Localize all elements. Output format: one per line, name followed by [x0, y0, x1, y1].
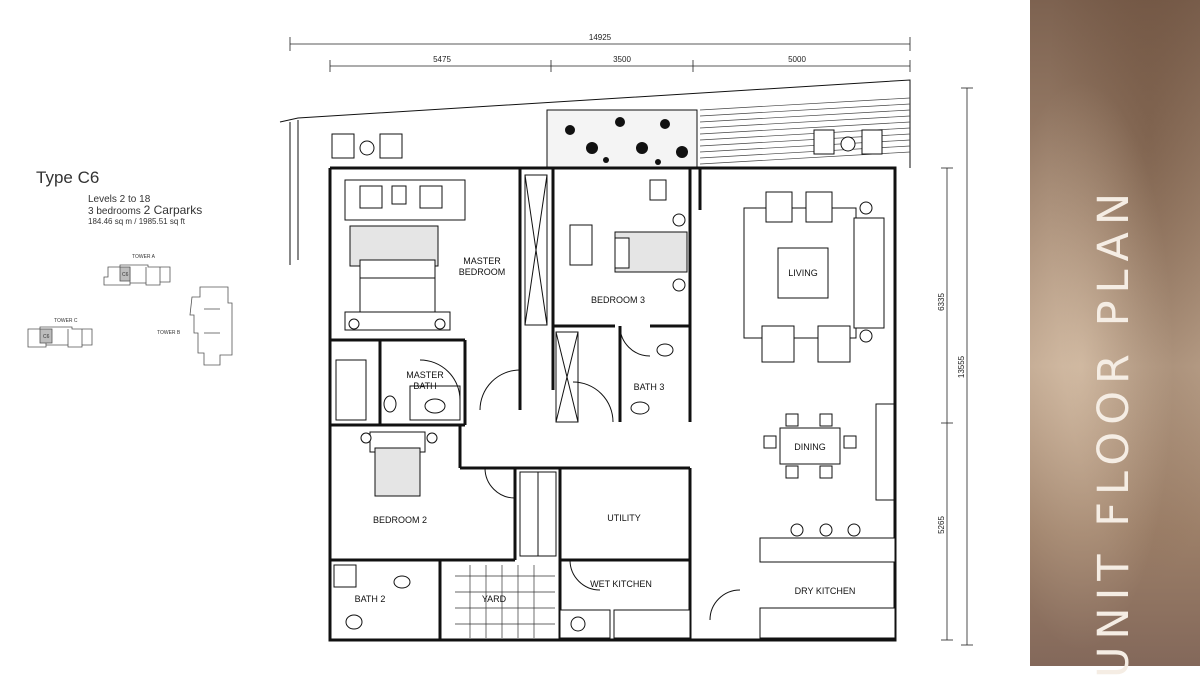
dim-width-2: 3500	[613, 55, 631, 64]
tower-a-unit-highlight	[119, 266, 131, 282]
dim-total-depth: 13555	[957, 355, 966, 378]
bedroom3-furniture	[569, 179, 688, 292]
label-master-bedroom-1: MASTER	[463, 256, 501, 266]
label-bedroom-2: BEDROOM 2	[373, 515, 427, 525]
label-master-bath-2: BATH	[413, 381, 436, 391]
unit-area: 184.46 sq m / 1985.51 sq ft	[88, 217, 185, 226]
dim-width-3: 5000	[788, 55, 806, 64]
dim-depth-2: 5265	[937, 516, 946, 534]
dry-kitchen-fittings	[759, 523, 896, 639]
floor-plan: 14925 5475 3500 5000 13555 6335 5265	[279, 33, 973, 646]
label-bath-3: BATH 3	[634, 382, 665, 392]
tower-b-label: TOWER B	[157, 330, 181, 336]
dimension-lines	[289, 37, 973, 646]
unit-levels: Levels 2 to 18	[88, 194, 151, 205]
tower-a-unit-label: C6	[122, 272, 129, 278]
label-dry-kitchen: DRY KITCHEN	[795, 586, 856, 596]
key-plan: TOWER A TOWER B TOWER C C6 C6	[27, 254, 233, 366]
label-dining: DINING	[794, 442, 826, 452]
label-master-bedroom-2: BEDROOM	[459, 267, 506, 277]
carpark-count: 2 Carparks	[143, 203, 203, 217]
label-living: LIVING	[788, 268, 818, 278]
page-title: UNIT FLOOR PLAN	[1089, 185, 1139, 678]
bath-fixtures	[333, 343, 691, 639]
label-wet-kitchen: WET KITCHEN	[590, 579, 652, 589]
living-furniture	[743, 191, 885, 363]
bedroom2-furniture	[360, 431, 438, 497]
label-bath-2: BATH 2	[355, 594, 386, 604]
dim-depth-1: 6335	[937, 293, 946, 311]
room-labels: MASTER BEDROOM MASTER BATH BEDROOM 3 BAT…	[355, 256, 856, 604]
tower-c-label: TOWER C	[54, 318, 78, 324]
bedroom-count: 3 bedrooms	[88, 206, 141, 217]
dining-furniture	[763, 403, 895, 501]
unit-rooms: 3 bedrooms 2 Carparks	[88, 203, 256, 217]
label-master-bath-1: MASTER	[406, 370, 444, 380]
label-bedroom-3: BEDROOM 3	[591, 295, 645, 305]
wardrobes	[519, 174, 579, 557]
tower-a-label: TOWER A	[132, 254, 156, 260]
unit-info: Type C6 Levels 2 to 18 3 bedrooms 2 Carp…	[36, 168, 256, 226]
title-panel: UNIT FLOOR PLAN	[1030, 0, 1200, 678]
yard-tiles	[455, 565, 555, 638]
dim-width-1: 5475	[433, 55, 451, 64]
tower-c-unit-highlight	[39, 328, 53, 344]
label-utility: UTILITY	[607, 513, 641, 523]
planter	[565, 117, 688, 165]
walls	[328, 166, 897, 642]
door-swings	[419, 325, 741, 621]
label-yard: YARD	[482, 594, 507, 604]
unit-type: Type C6	[36, 168, 100, 187]
dim-total-width: 14925	[589, 33, 612, 42]
master-bedroom-furniture	[344, 179, 466, 331]
balcony-furniture	[331, 129, 883, 159]
tower-c-unit-label: C6	[43, 334, 50, 340]
